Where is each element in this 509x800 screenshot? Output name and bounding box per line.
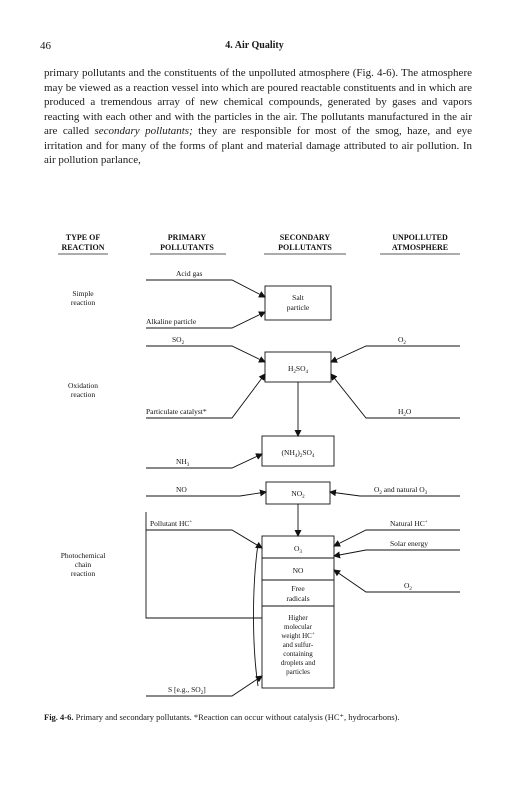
header-primary-2: POLLUTANTS — [160, 243, 214, 252]
arrow-so2 — [146, 345, 266, 363]
primary-nh3: NH3 — [176, 457, 190, 468]
primary-pollutant-hc: Pollutant HC+ — [150, 519, 192, 528]
arrow-alkaline — [146, 311, 266, 329]
arrow-pollutant-hc — [146, 529, 263, 549]
reaction-photochem-3: reaction — [71, 569, 95, 578]
arrow-h2o — [330, 373, 460, 419]
atm-natural-hc: Natural HC+ — [390, 519, 428, 528]
arrow-sulfur — [146, 675, 263, 697]
header-unpolluted-1: UNPOLLUTED — [392, 233, 448, 242]
caption-text: Primary and secondary pollutants. *React… — [73, 712, 400, 722]
reaction-photochem-1: Photochemical — [61, 551, 106, 560]
primary-no: NO — [176, 485, 187, 494]
free-radicals-2: radicals — [286, 594, 309, 603]
paragraph-text-1: primary pollutants and the constituents … — [44, 67, 472, 137]
header-secondary-1: SECONDARY — [280, 233, 331, 242]
header-primary-1: PRIMARY — [168, 233, 207, 242]
figure-4-6: TYPE OF REACTION PRIMARY POLLUTANTS SECO… — [0, 226, 509, 711]
body-paragraph: primary pollutants and the constituents … — [44, 66, 472, 168]
atm-h2o: H2O — [398, 407, 412, 418]
free-radicals-1: Free — [291, 584, 305, 593]
nh4so4-label: (NH4)2SO4 — [282, 448, 315, 459]
arrow-catalyst — [146, 373, 266, 419]
primary-acid-gas: Acid gas — [176, 269, 203, 278]
higher-5: containing — [283, 650, 313, 658]
box-salt-particle — [264, 285, 332, 321]
higher-2: molecular — [284, 623, 313, 631]
arrow-solar — [333, 549, 460, 559]
figure-caption: Fig. 4-6. Primary and secondary pollutan… — [44, 712, 472, 723]
arrow-acid-gas — [146, 279, 266, 298]
higher-3: weight HC+ — [281, 632, 315, 640]
arrow-nh3 — [146, 453, 263, 469]
no2-label: NO2 — [291, 489, 305, 500]
arrow-natural-hc — [333, 529, 460, 547]
primary-particulate-catalyst: Particulate catalyst* — [146, 407, 207, 416]
paragraph-text-2: they are responsible for most of the smo… — [44, 125, 473, 166]
reaction-simple-1: Simple — [72, 289, 94, 298]
atm-o2-bottom: O2 — [404, 581, 412, 592]
header-unpolluted-2: ATMOSPHERE — [392, 243, 448, 252]
higher-6: droplets and — [281, 659, 316, 667]
primary-so2: SO2 — [172, 335, 185, 346]
chain-curve — [253, 543, 259, 687]
reaction-oxidation-2: reaction — [71, 390, 95, 399]
header-secondary-2: POLLUTANTS — [278, 243, 332, 252]
salt-label-1: Salt — [292, 293, 305, 302]
feedback-loop — [145, 512, 262, 619]
h2so4-label: H2SO4 — [288, 364, 309, 375]
arrow-no — [146, 489, 267, 497]
caption-label: Fig. 4-6. — [44, 712, 74, 722]
primary-sulfur: S [e.g., SO2] — [168, 685, 206, 696]
reaction-oxidation-1: Oxidation — [68, 381, 98, 390]
o3-label: O3 — [294, 544, 302, 555]
header-type-1: TYPE OF — [66, 233, 101, 242]
higher-1: Higher — [288, 614, 308, 622]
atm-solar-energy: Solar energy — [390, 539, 428, 548]
header-type-2: REACTION — [61, 243, 104, 252]
page-number: 46 — [40, 40, 51, 52]
no-box-label: NO — [293, 566, 304, 575]
atm-o2-natural-o3: O2 and natural O3 — [374, 485, 428, 496]
arrow-o2-bottom — [333, 569, 460, 593]
arrow-o2-natural — [329, 489, 460, 497]
arrow-o2-top — [330, 345, 460, 363]
salt-label-2: particle — [287, 303, 310, 312]
reaction-photochem-2: chain — [75, 560, 91, 569]
primary-alkaline-particle: Alkaline particle — [146, 317, 197, 326]
higher-4: and sulfur- — [283, 641, 314, 649]
atm-o2-top: O2 — [398, 335, 406, 346]
pollutants-diagram: TYPE OF REACTION PRIMARY POLLUTANTS SECO… — [58, 233, 460, 697]
paragraph-term: secondary pollutants; — [94, 125, 193, 137]
reaction-simple-2: reaction — [71, 298, 95, 307]
higher-7: particles — [286, 668, 310, 676]
page-header: 46 4. Air Quality — [0, 40, 509, 54]
running-head: 4. Air Quality — [225, 40, 284, 51]
